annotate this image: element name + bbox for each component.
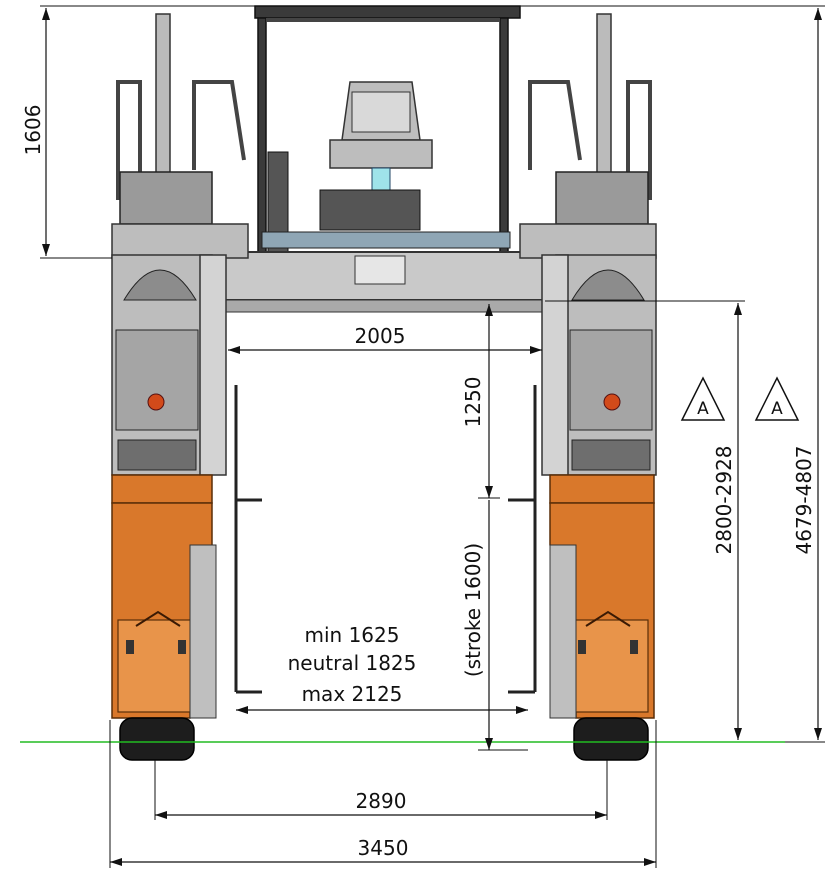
dim-label-vertical-clearance: 1250 (461, 377, 485, 428)
right-leg-assembly (519, 13, 657, 761)
note-marker-triangle-1: A (680, 376, 726, 421)
note-marker-1-label: A (697, 399, 709, 419)
main-cross-beam (209, 251, 561, 313)
inner-track-arms (234, 385, 537, 694)
left-leg-assembly (111, 13, 249, 761)
dim-label-track-min: min 1625 (305, 623, 400, 647)
dim-label-wheel-track: 2890 (356, 789, 407, 813)
note-marker-2-label: A (771, 399, 783, 419)
operator-cab (254, 5, 521, 257)
dimension-arrows (42, 8, 822, 866)
note-marker-triangle-2: A (754, 376, 800, 421)
dim-label-cab-height: 1606 (21, 105, 45, 156)
dim-label-overall-height-range: 4679-4807 (792, 445, 816, 554)
dim-label-track-neutral: neutral 1825 (288, 651, 417, 675)
dim-label-stroke: (stroke 1600) (461, 543, 485, 677)
dim-label-clearance-range: 2800-2928 (712, 445, 736, 554)
dim-label-track-max: max 2125 (302, 682, 403, 706)
dim-label-inner-width: 2005 (355, 324, 406, 348)
dimension-lines (40, 5, 825, 868)
dim-label-overall-width: 3450 (358, 836, 409, 860)
machine-illustration (111, 5, 657, 761)
